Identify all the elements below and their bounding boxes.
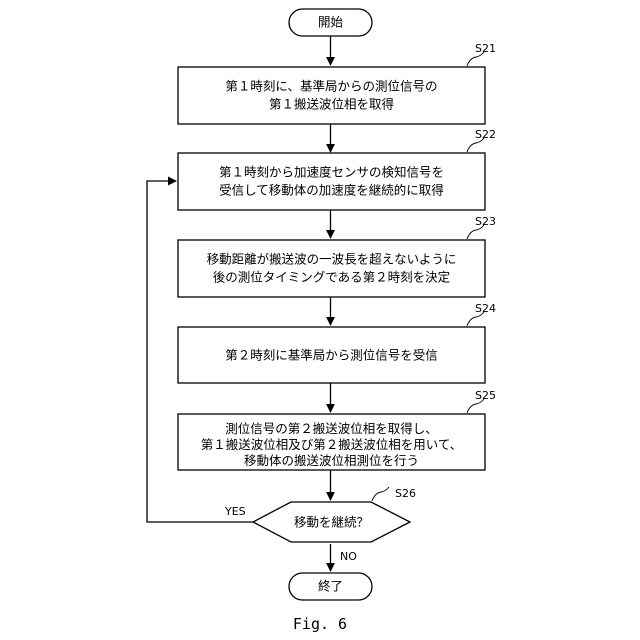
end-label: 終了	[318, 579, 343, 594]
step-s24: 第２時刻に基準局から測位信号を受信 S24	[178, 302, 496, 383]
step-s21-line-2: 第１搬送波位相を取得	[269, 97, 394, 112]
start-label: 開始	[318, 15, 344, 30]
end-terminal: 終了	[289, 573, 372, 600]
step-s24-id: S24	[475, 302, 496, 315]
step-s25-line-3: 移動体の搬送波位相測位を行う	[244, 453, 419, 468]
decision-s26-leader	[372, 487, 389, 501]
step-s25-id: S25	[475, 389, 496, 402]
step-s22: 第１時刻から加速度センサの検知信号を 受信して移動体の加速度を継続的に取得 S2…	[178, 128, 496, 210]
step-s23: 移動距離が搬送波の一波長を超えないように 後の測位タイミングである第２時刻を決定…	[178, 215, 496, 297]
step-s22-id: S22	[475, 128, 496, 141]
step-s23-line-2: 後の測位タイミングである第２時刻を決定	[213, 270, 450, 285]
decision-s26-text: 移動を継続？	[294, 515, 369, 530]
step-s25-line-2: 第１搬送波位相及び第２搬送波位相を用いて、	[201, 437, 463, 452]
step-s21: 第１時刻に、基準局からの測位信号の 第１搬送波位相を取得 S21	[178, 42, 496, 124]
decision-s26: 移動を継続？ S26 YES NO	[224, 487, 416, 563]
step-s22-line-2: 受信して移動体の加速度を継続的に取得	[219, 183, 444, 198]
step-s25: 測位信号の第２搬送波位相を取得し、 第１搬送波位相及び第２搬送波位相を用いて、 …	[178, 389, 496, 470]
step-s25-line-1: 測位信号の第２搬送波位相を取得し、	[225, 421, 438, 436]
step-s22-line-1: 第１時刻から加速度センサの検知信号を	[219, 165, 444, 180]
step-s21-line-1: 第１時刻に、基準局からの測位信号の	[225, 79, 437, 94]
decision-yes-label: YES	[224, 505, 246, 518]
start-terminal: 開始	[289, 9, 372, 36]
step-s24-line-1: 第２時刻に基準局から測位信号を受信	[225, 348, 438, 363]
decision-s26-id: S26	[395, 487, 416, 500]
decision-no-label: NO	[340, 550, 357, 563]
step-s23-id: S23	[475, 215, 496, 228]
step-s23-line-1: 移動距離が搬送波の一波長を超えないように	[207, 252, 457, 267]
figure-caption: Fig. 6	[293, 615, 347, 633]
step-s21-id: S21	[475, 42, 496, 55]
